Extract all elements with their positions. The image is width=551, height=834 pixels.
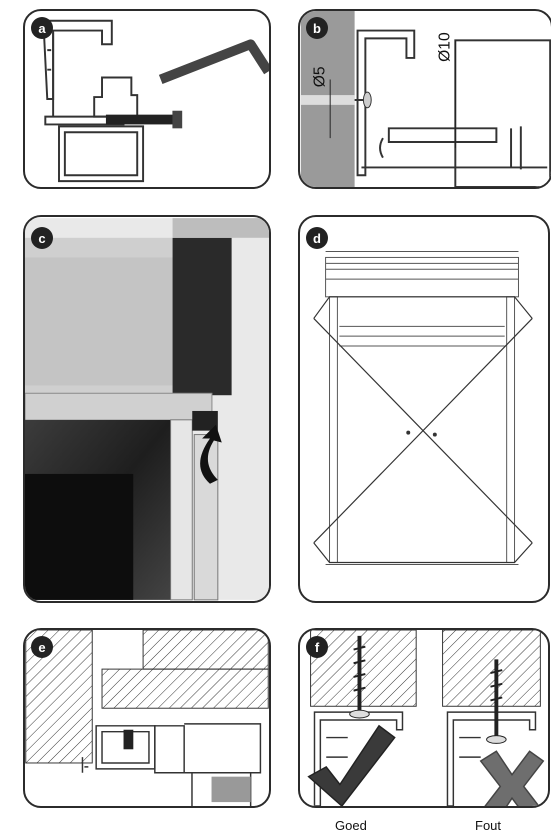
panel-e: e	[23, 628, 271, 808]
dimension-label-d5: Ø5	[311, 66, 328, 87]
panel-f: f	[298, 628, 550, 808]
caption-good: Goed	[335, 818, 367, 833]
dimension-label-d10: Ø10	[436, 32, 453, 62]
cross-icon	[479, 750, 545, 806]
checkmark-icon	[307, 724, 396, 806]
panel-a-badge: a	[31, 17, 53, 39]
diagonal-measurement-drawing	[313, 251, 533, 565]
panel-c-badge: c	[31, 227, 53, 249]
panel-b-badge: b	[306, 17, 328, 39]
screw-good-bad-comparison	[307, 630, 545, 806]
cassette-mounting-photo	[25, 218, 269, 601]
profile-with-hex-key-illustration	[42, 19, 269, 183]
panel-d-badge: d	[306, 227, 328, 249]
panel-f-badge: f	[306, 636, 328, 658]
panel-d: d	[298, 215, 550, 603]
drilling-section-illustration: Ø5 Ø10	[300, 11, 551, 187]
caption-bad: Fout	[475, 818, 502, 833]
panel-a: a	[23, 9, 271, 189]
panel-e-badge: e	[31, 636, 53, 658]
panel-b: Ø5 Ø10 b	[298, 9, 551, 189]
panel-c: c	[23, 215, 271, 603]
recess-section-drawing	[25, 630, 269, 806]
